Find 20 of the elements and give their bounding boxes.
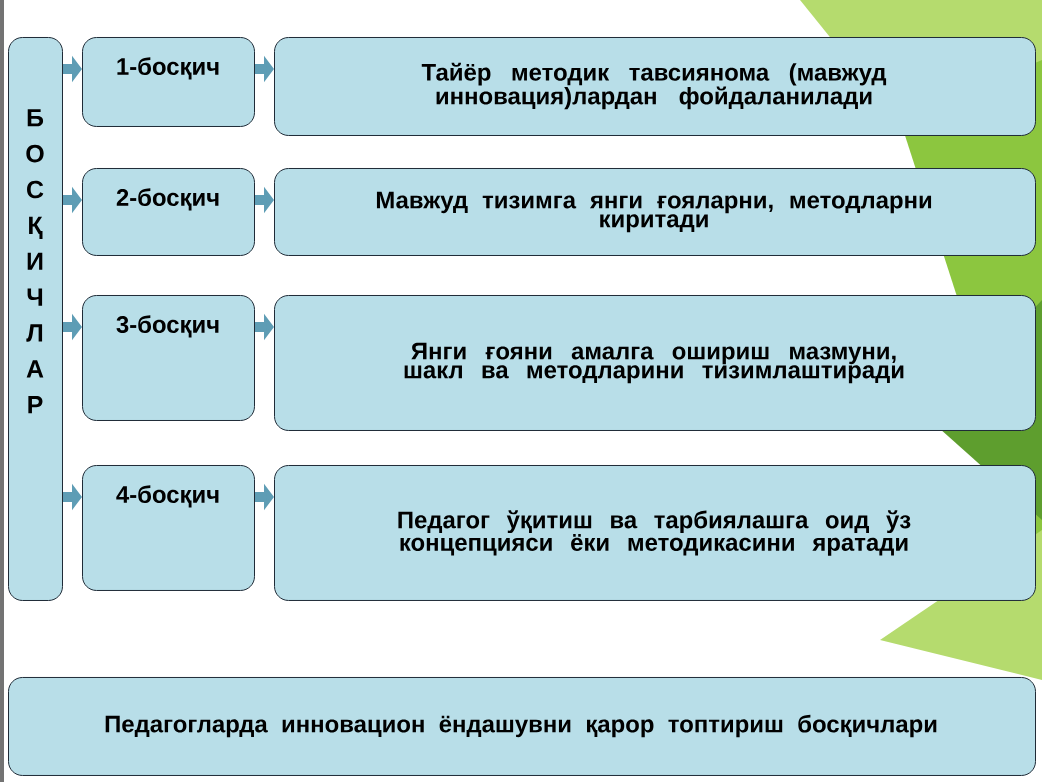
text-box [274,465,1036,601]
box-text: Тайёр методик тавсиянома (мавжуд инновация)лардан фойдаланилади [421,62,887,110]
text-box [8,677,1036,776]
step-box [82,465,255,591]
vertical-label: БОСҚИЧЛАР [26,109,44,414]
text-box [274,37,1036,136]
step-label: 3-босқич [116,315,219,338]
box-text: Янги ғояни амалга ошириш мазмуни, шакл ва методларини тизимлаштиради [404,342,904,384]
step-box [82,37,255,127]
box-text: Педагог ўқитиш ва тарбиялашга оид ўз концепцияси ёки методикасини яратади [398,510,911,556]
step-box [82,295,255,421]
step-label: 2-босқич [116,188,219,211]
step-label: 1-босқич [117,57,219,80]
text-box [274,295,1036,431]
text-box [274,168,1036,256]
box-text: Мавжуд тизимга янги ғояларни, методларни киритади [376,191,932,233]
step-box [82,168,255,256]
box-text: Педагогларда инновацион ёндашувни қарор топтириш босқичлари [105,714,937,738]
vertical-label-box [8,37,63,601]
step-label: 4-босқич [116,485,219,508]
